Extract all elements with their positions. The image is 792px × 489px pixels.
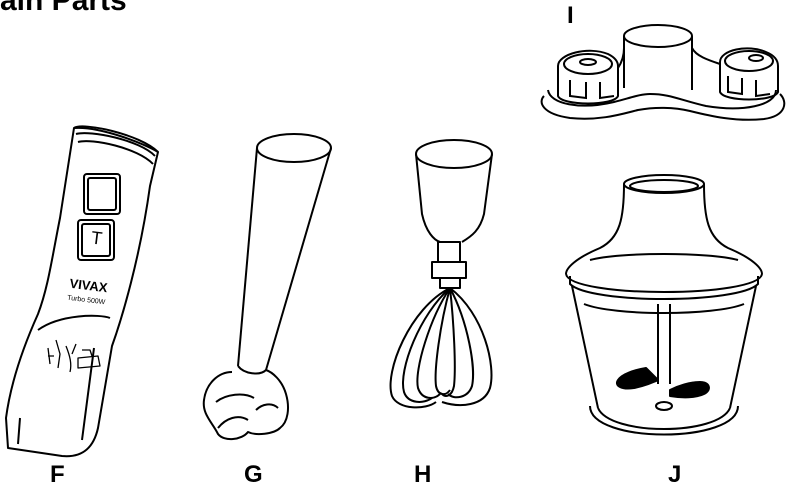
brand-logo-text: VIVAX [69, 276, 109, 296]
turbo-button-label: T [90, 227, 103, 248]
part-f-motor-handle: T VIVAX Turbo 500W [0, 118, 175, 458]
part-j-chopper [560, 168, 768, 450]
part-h-whisk [380, 132, 510, 414]
label-h: H [414, 461, 431, 489]
model-text: Turbo 500W [67, 295, 106, 307]
label-j: J [668, 461, 681, 489]
page-title: ain Parts [0, 0, 127, 18]
label-g: G [244, 461, 263, 489]
part-g-blending-shaft [196, 132, 336, 444]
label-f: F [50, 461, 65, 489]
part-i-bracket [530, 18, 790, 130]
